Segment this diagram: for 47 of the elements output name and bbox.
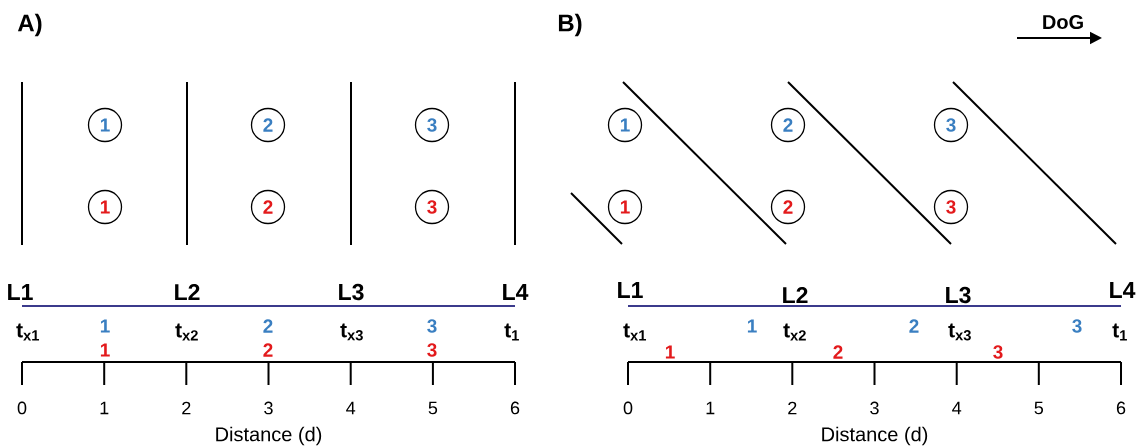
position-number: 1 (747, 319, 757, 333)
time-label: t$_{x3}$ (948, 323, 971, 341)
tick-label: 5 (428, 401, 438, 415)
tick-label: 4 (952, 401, 962, 415)
line-label: L1 (8, 284, 33, 300)
time-label: t$_{x2}$ (175, 323, 198, 341)
tick-label: 5 (1034, 401, 1044, 415)
time-label: t$_{x1}$ (623, 323, 646, 341)
tick-label: 0 (17, 401, 27, 415)
position-number: 1 (100, 343, 110, 357)
time-label: t$_{1}$ (504, 323, 519, 341)
tick-label: 2 (182, 401, 191, 415)
line-label: L4 (1110, 282, 1136, 298)
tick-label: 4 (346, 401, 356, 415)
position-number: 2 (833, 345, 843, 359)
position-number: 1 (100, 319, 110, 333)
position-number: 3 (427, 319, 437, 333)
tick-label: 3 (264, 401, 273, 415)
position-number: 3 (1072, 319, 1082, 333)
time-label: t$_{x3}$ (340, 323, 363, 341)
tick-label: 1 (706, 401, 715, 415)
line-label: L3 (946, 286, 971, 304)
position-number: 1 (665, 345, 675, 359)
position-number: 2 (263, 343, 273, 357)
panel-label: B) (558, 13, 582, 37)
tick-label: 6 (1116, 401, 1126, 415)
position-number: 3 (427, 343, 437, 357)
line-label: L2 (783, 287, 808, 304)
position-number: 2 (263, 319, 273, 333)
tick-label: 6 (510, 401, 520, 415)
tick-label: 1 (100, 401, 109, 415)
panel-label: A) (17, 13, 42, 37)
time-label: t$_{x2}$ (783, 323, 806, 341)
line-label: L4 (503, 284, 529, 300)
position-number: 2 (909, 319, 919, 333)
tick-label: 2 (788, 401, 797, 415)
position-number: 3 (993, 345, 1003, 359)
line-label: L1 (618, 282, 643, 298)
line-label: L2 (175, 284, 200, 301)
time-label: t$_{1}$ (1112, 323, 1127, 341)
axis-title: Distance (d) (822, 426, 928, 446)
line-label: L3 (339, 283, 364, 301)
time-label: t$_{x1}$ (16, 323, 39, 341)
direction-label: DoG (1043, 14, 1083, 30)
axis-title: Distance (d) (216, 426, 322, 446)
tick-label: 0 (623, 401, 633, 415)
tick-label: 3 (870, 401, 879, 415)
